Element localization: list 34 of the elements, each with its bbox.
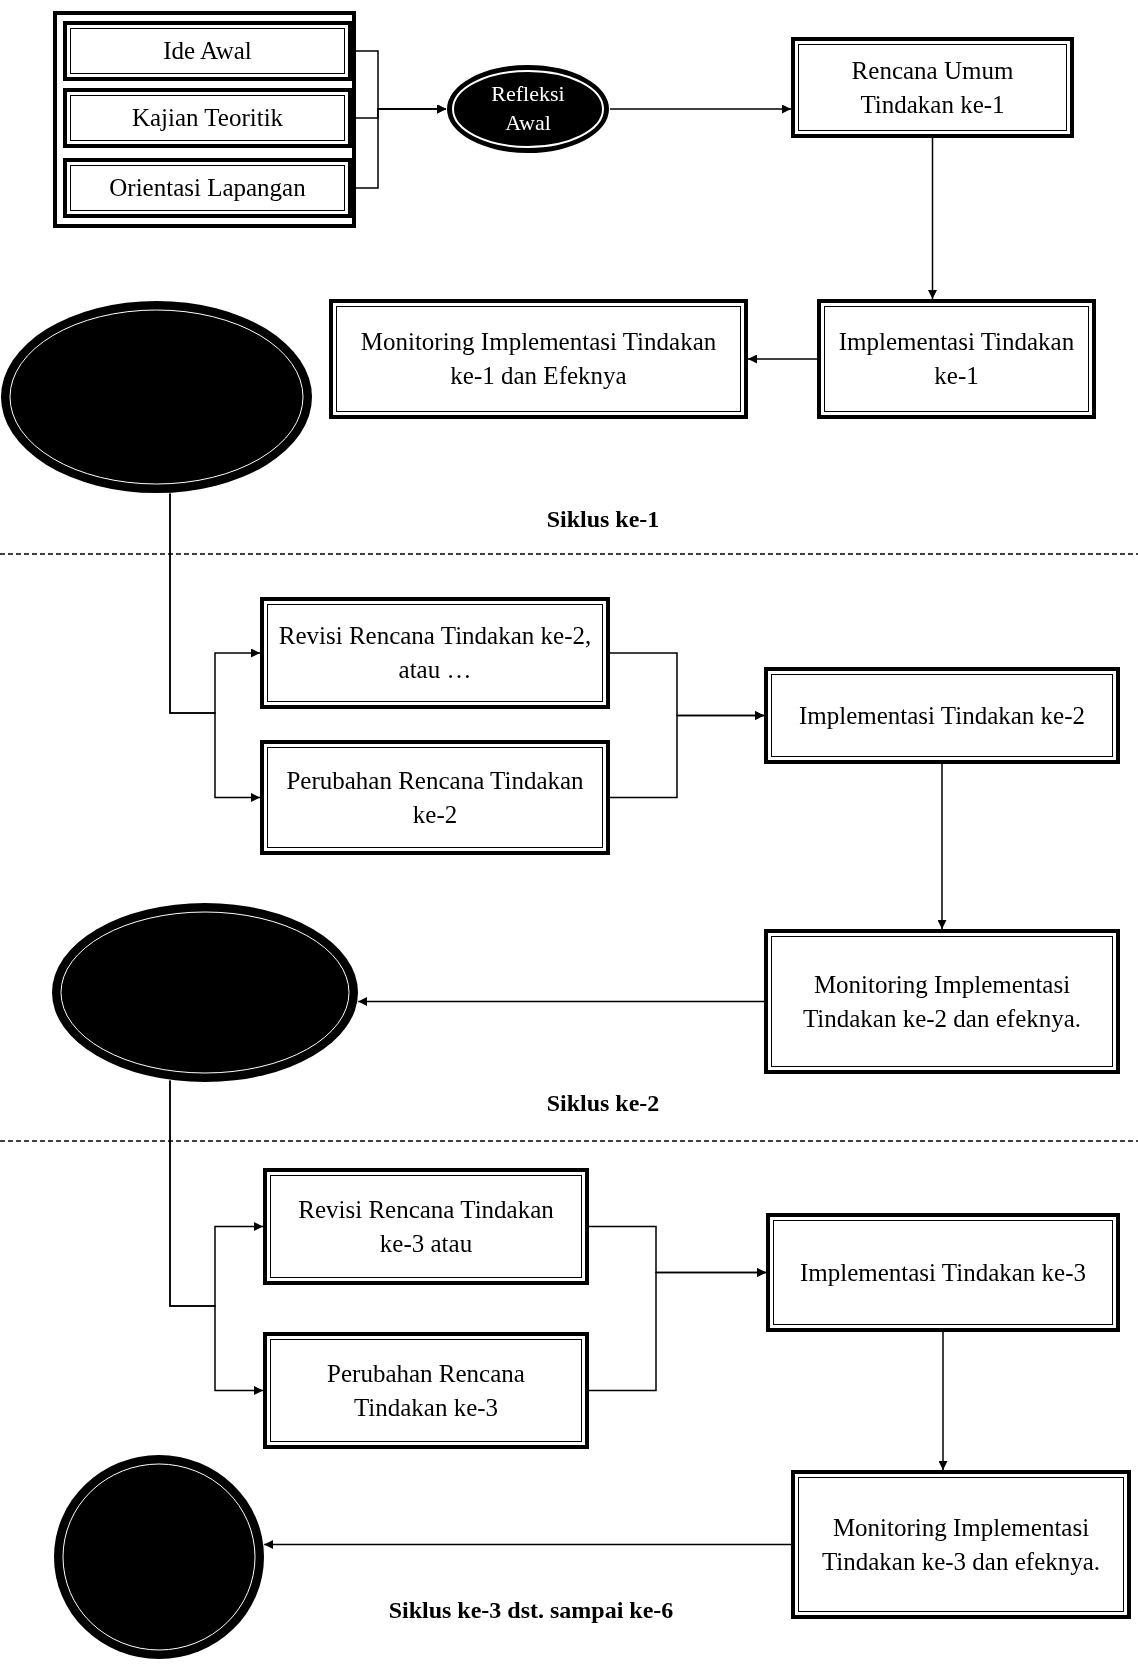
node-text: Refleksi Awal — [490, 80, 566, 137]
process-box: Implementasi Tindakan ke-3 — [766, 1213, 1120, 1332]
arrow — [937, 763, 947, 930]
process-box: Ide Awal — [63, 21, 352, 81]
process-box: Kajian Teoritik — [63, 88, 352, 148]
arrow — [938, 1331, 948, 1471]
process-box: Monitoring Implementasi Tindakan ke-3 dan efeknya. — [791, 1470, 1131, 1619]
ellipse-node — [53, 1454, 265, 1660]
ellipse-node — [0, 300, 313, 494]
arrow — [263, 1540, 792, 1549]
cycle-label: Siklus ke-1 — [546, 506, 660, 533]
arrow — [747, 354, 818, 364]
process-box: Monitoring Implementasi Tindakan ke-2 dan efeknya. — [764, 929, 1120, 1074]
process-box: Revisi Rencana Tindakan ke-3 atau — [263, 1168, 589, 1285]
process-box: Perubahan Rencana Tindakan ke-2 — [260, 740, 610, 855]
arrow — [169, 492, 261, 802]
process-box: Monitoring Implementasi Tindakan ke-1 dan Efeknya — [329, 299, 748, 419]
arrow — [588, 1268, 767, 1392]
arrow — [357, 997, 765, 1006]
process-box: Rencana Umum Tindakan ke-1 — [791, 37, 1074, 138]
cycle-label: Siklus ke-3 dst. sampai ke-6 — [388, 1597, 674, 1624]
process-box: Implementasi Tindakan ke-1 — [817, 299, 1096, 419]
arrow — [169, 1079, 264, 1395]
arrow — [928, 137, 937, 300]
group-box — [53, 11, 356, 228]
process-box: Perubahan Rencana Tindakan ke-3 — [263, 1332, 589, 1449]
oval-node — [446, 64, 610, 154]
cycle-label: Siklus ke-2 — [546, 1090, 660, 1117]
arrow — [609, 104, 792, 114]
process-box: Orientasi Lapangan — [63, 158, 352, 218]
process-box: Revisi Rencana Tindakan ke-2, atau … — [260, 597, 610, 709]
arrow — [609, 711, 765, 799]
ellipse-node — [51, 902, 359, 1083]
process-box: Implementasi Tindakan ke-2 — [764, 667, 1120, 764]
